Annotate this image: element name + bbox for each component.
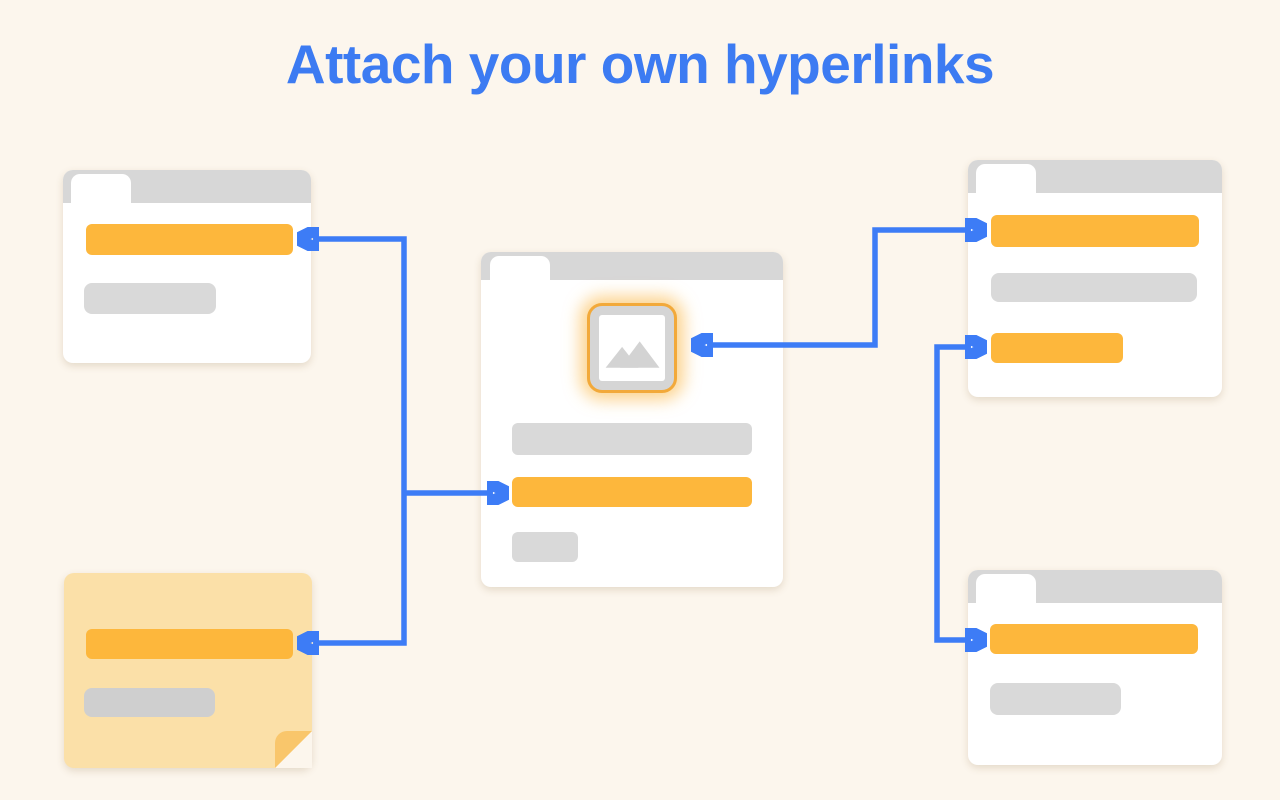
browser-card-top-left: [63, 170, 311, 363]
browser-card-top-right: [968, 160, 1222, 397]
sticky-note: [64, 573, 312, 768]
arrow-left-spine: [318, 239, 407, 643]
tab-bar: [481, 252, 783, 280]
browser-card-bottom-right: [968, 570, 1222, 765]
text-placeholder-bar: [84, 283, 216, 314]
arrow-topright-to-bottomright-highlight: [934, 347, 966, 640]
browser-tab: [490, 256, 550, 280]
image-placeholder-highlight: [587, 303, 677, 393]
tab-bar: [968, 160, 1222, 193]
tab-bar: [63, 170, 311, 203]
text-placeholder-bar: [512, 423, 752, 455]
image-frame: [599, 315, 665, 381]
image-mountains-icon: [605, 341, 660, 368]
browser-tab: [976, 164, 1036, 193]
highlight-bar: [512, 477, 752, 507]
highlight-bar-short: [991, 333, 1123, 363]
text-placeholder-bar-small: [512, 532, 578, 562]
browser-card-center: [481, 252, 783, 587]
browser-tab: [976, 574, 1036, 603]
highlight-bar: [86, 629, 293, 659]
text-placeholder-bar: [991, 273, 1197, 302]
text-placeholder-bar: [990, 683, 1121, 715]
text-placeholder-bar: [84, 688, 215, 717]
browser-tab: [71, 174, 131, 203]
tab-bar: [968, 570, 1222, 603]
highlight-bar: [86, 224, 293, 255]
highlight-bar: [990, 624, 1198, 654]
page-title: Attach your own hyperlinks: [285, 33, 995, 95]
highlight-bar-wide: [991, 215, 1199, 247]
